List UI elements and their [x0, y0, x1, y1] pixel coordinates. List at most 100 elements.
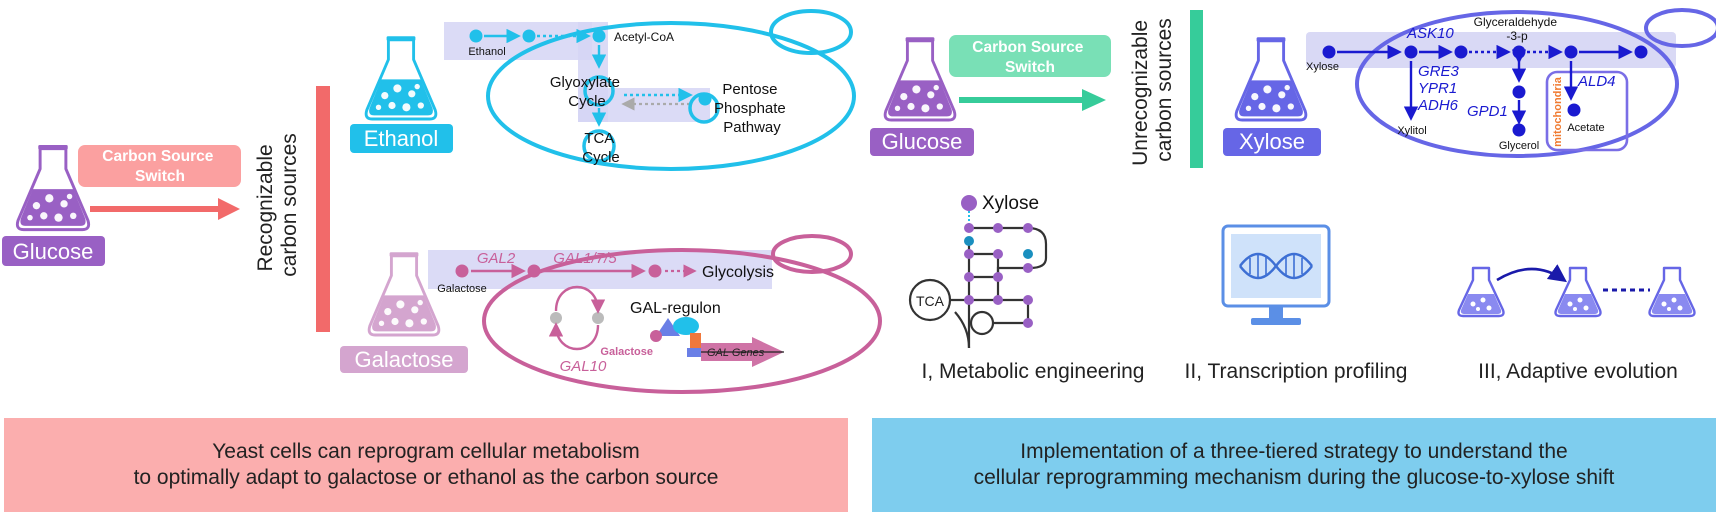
strategy-1-label: I, Metabolic engineering	[922, 360, 1145, 383]
switch-label-line-1: Carbon Source	[102, 148, 213, 165]
unrecognizable-line-2: carbon sources	[1153, 18, 1176, 162]
intermediate-node	[522, 29, 536, 43]
metabolic-network-icon: TCA Xylose	[908, 193, 1048, 349]
tca-cycle-icon	[582, 129, 616, 163]
acetate-label: Acetate	[1567, 122, 1604, 134]
galactose-pathway: Galactose GAL2 GAL1/7/5 Glycolysis GAL10…	[428, 234, 882, 394]
ethanol-cell-ellipse	[486, 21, 856, 171]
galactose-node	[455, 264, 469, 278]
glycolysis-label: Glycolysis	[702, 264, 774, 281]
tca-line-2: Cycle	[582, 149, 620, 166]
galactose-cell-bud	[771, 234, 853, 274]
switch-label-line-2: Switch	[135, 168, 185, 185]
xylulose-node	[1404, 45, 1418, 59]
regulator-triangle-icon	[656, 318, 680, 336]
tca-node-label: TCA	[916, 293, 945, 309]
ald4-label: ALD4	[1577, 73, 1616, 90]
gal175-label: GAL1/7/5	[553, 250, 617, 267]
switch-right-line-2: Switch	[1005, 59, 1055, 76]
recognizable-line-2: carbon sources	[278, 133, 301, 277]
xylose-label-box	[1223, 128, 1321, 156]
ppp-line-3: Pathway	[723, 119, 781, 136]
glucose-label-box	[2, 236, 105, 266]
glucose-flask-icon	[15, 143, 91, 232]
acetyl-coa-label: Acetyl-CoA	[614, 30, 674, 44]
galactose-label-box	[340, 346, 468, 373]
regulator-blob-icon	[673, 317, 699, 335]
ethanol-node-label: Ethanol	[468, 46, 505, 58]
xylose-pathway: mitochondria Xylose ASK10 Glyceraldehyde…	[1306, 8, 1716, 158]
xylose-node	[1322, 45, 1336, 59]
recognizable-bar	[316, 86, 330, 332]
right-summary-banner: Implementation of a three-tiered strateg…	[872, 418, 1716, 512]
unrecognizable-line-1: Unrecognizable	[1129, 20, 1152, 166]
galactose-signal-node	[650, 330, 662, 342]
glucose-flask-icon-right	[883, 35, 957, 122]
glyoxylate-line-2: Cycle	[568, 93, 606, 110]
promoter-blue-icon	[687, 348, 701, 357]
ethanol-end-node	[1634, 45, 1648, 59]
pyruvate-node	[1564, 45, 1578, 59]
xylose-label: Xylose	[1239, 129, 1305, 154]
xylose-node-label: Xylose	[1306, 61, 1339, 73]
x5p-node	[1454, 45, 1468, 59]
gal10-arc-bottom	[548, 322, 600, 351]
xylose-cell-bud	[1644, 8, 1716, 48]
switch-box	[78, 145, 241, 187]
glyoxylate-cycle-icon	[583, 75, 615, 107]
acetate-node	[1567, 103, 1581, 117]
gpd1-label: GPD1	[1467, 103, 1508, 120]
switch-right-line-1: Carbon Source	[972, 39, 1083, 56]
glucose-label: Glucose	[13, 239, 94, 264]
recognizable-label: Recognizable carbon sources	[254, 133, 301, 277]
gal10-node-left	[550, 312, 562, 324]
galactose-cell-ellipse	[482, 248, 882, 394]
g3p-node	[1512, 45, 1526, 59]
dna-monitor-icon	[1221, 224, 1331, 325]
glyoxylate-label: Glyoxylate Cycle	[550, 74, 624, 110]
tca-line-1: TCA	[584, 130, 614, 147]
left-panel: Glucose Carbon Source Switch Recognizabl…	[2, 9, 882, 394]
ppp-label: Pentose Phosphate Pathway	[714, 81, 790, 136]
xylose-highlight-band	[1306, 32, 1676, 68]
ethanol-flask-icon	[364, 34, 438, 121]
unrecognizable-bar	[1190, 10, 1203, 168]
mitochondria-box	[1545, 70, 1629, 152]
tca-node	[908, 278, 952, 322]
galactose-node-label: Galactose	[437, 283, 487, 295]
left-summary-banner: Yeast cells can reprogram cellular metab…	[4, 418, 848, 512]
glycerol-label: Glycerol	[1499, 140, 1539, 152]
glycerol-node	[1512, 123, 1526, 137]
ppp-line-2: Phosphate	[714, 100, 786, 117]
gre3-label: GRE3	[1418, 63, 1460, 80]
xylose-flask-icon	[1234, 35, 1308, 122]
tca-label: TCA Cycle	[582, 130, 620, 166]
switch-label: Carbon Source Switch	[102, 148, 217, 185]
gal10-node-right	[592, 312, 604, 324]
xylose-cell-ellipse	[1355, 10, 1679, 158]
ppp-line-1: Pentose	[722, 81, 777, 98]
gal-genes-label: GAL Genes	[707, 347, 765, 359]
switch-arrowhead-right	[1082, 89, 1106, 111]
acetyl-coa-node	[592, 29, 606, 43]
mitochondria-label: mitochondria	[1552, 76, 1564, 147]
ethanol-label: Ethanol	[364, 126, 439, 151]
glyceraldehyde-label: Glyceraldehyde -3-p	[1474, 15, 1561, 43]
switch-label-right: Carbon Source Switch	[972, 39, 1087, 76]
recognizable-line-1: Recognizable	[254, 144, 277, 271]
adh6-label: ADH6	[1417, 97, 1459, 114]
switch-arrowhead	[218, 198, 240, 220]
galactose-signal-label: Galactose	[600, 346, 653, 358]
adaptive-evolution-icon	[1457, 264, 1696, 318]
glucose-label-right: Glucose	[882, 129, 963, 154]
gal2-label: GAL2	[477, 250, 516, 267]
ethanol-node	[469, 29, 483, 43]
dhap-node	[1512, 85, 1526, 99]
promoter-orange-icon	[690, 333, 701, 350]
strategy-3-label: III, Adaptive evolution	[1478, 360, 1678, 383]
gal10-label: GAL10	[560, 358, 607, 375]
ethanol-pathway: Ethanol Acetyl-CoA Glyoxylate Cycle Pent…	[444, 9, 856, 171]
unrecognizable-label: Unrecognizable carbon sources	[1129, 14, 1176, 166]
network-source-node	[961, 195, 977, 211]
